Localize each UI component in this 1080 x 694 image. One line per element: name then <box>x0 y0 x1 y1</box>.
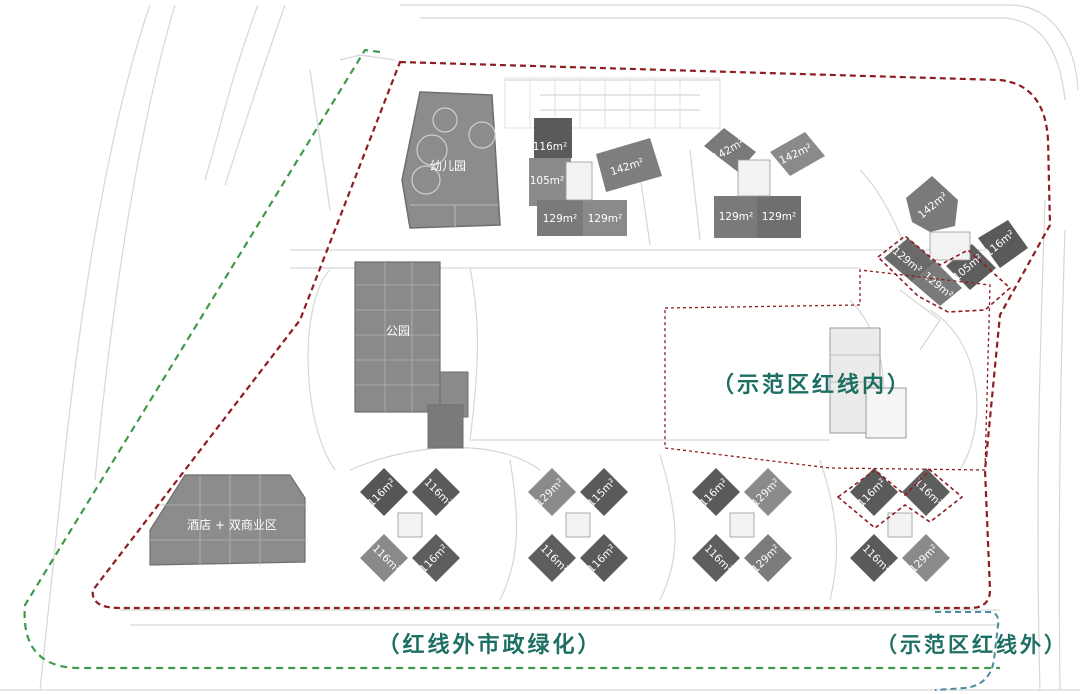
unit-area-label: 116m² <box>533 141 567 153</box>
red-boundary-line <box>91 60 1052 610</box>
south-cluster-4: 116m² 116m² 116m² 129m² <box>850 468 950 582</box>
blue-outside-marker <box>934 611 1000 691</box>
caption-outside-redline: （示范区红线外） <box>876 633 1068 657</box>
north-plaza-pattern <box>504 77 721 129</box>
unit-area-label: 129m² <box>762 211 796 223</box>
unit-area-label: 105m² <box>530 175 564 187</box>
kindergarten-building: 幼儿园 <box>401 91 501 229</box>
south-cluster-1: 116m² 116m² 116m² 116m² <box>360 468 460 582</box>
public-building-label: 公园 <box>386 324 410 338</box>
red-highlight-east-units <box>876 234 1012 313</box>
hotel-commercial-building: 酒店 + 双商业区 <box>149 474 306 566</box>
green-boundary-line <box>23 48 1000 670</box>
east-tower <box>829 327 907 439</box>
caption-inside-redline: （示范区红线内） <box>712 372 912 398</box>
demo-area-outline <box>664 269 991 471</box>
south-cluster-3: 116m² 129m² 116m² 129m² <box>692 468 792 582</box>
public-building: 公园 <box>354 261 469 449</box>
unit-area-label: 129m² <box>543 213 577 225</box>
hotel-commercial-label: 酒店 + 双商业区 <box>187 517 277 532</box>
south-cluster-2: 129m² 115m² 116m² 116m² <box>528 468 628 582</box>
kindergarten-label: 幼儿园 <box>430 159 466 173</box>
red-highlight-south-units <box>836 468 964 530</box>
road-linework <box>0 4 1080 691</box>
north-residential-1: 116m² 105m² 142m² 129m² 129m² <box>529 118 662 236</box>
east-residential: 142m² 129m² 129m² 105m² 116m² <box>884 176 1028 306</box>
unit-area-label: 129m² <box>719 211 753 223</box>
caption-outside-greening: （红线外市政绿化） <box>377 632 602 658</box>
north-residential-2: 142m² 142m² 129m² 129m² <box>704 128 825 238</box>
unit-area-label: 129m² <box>588 213 622 225</box>
